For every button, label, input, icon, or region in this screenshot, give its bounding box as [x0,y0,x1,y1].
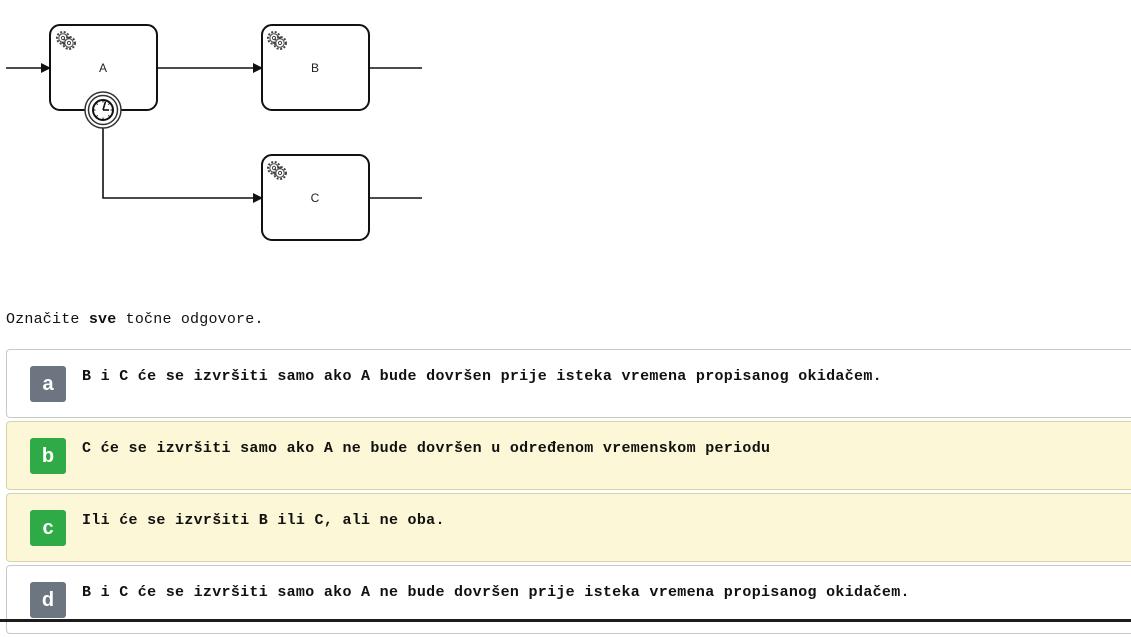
instruction-suffix: točne odgovore. [116,311,264,328]
bottom-edge-bar [0,619,1131,622]
timer-boundary-event-icon[interactable] [84,91,122,129]
answer-letter-badge: d [30,582,66,618]
task-b[interactable]: B [261,24,370,111]
answer-list: a B i C će se izvršiti samo ako A bude d… [6,349,1131,637]
bpmn-diagram: A B C [6,24,422,241]
answer-text: B i C će se izvršiti samo ako A ne bude … [82,584,910,601]
task-c[interactable]: C [261,154,370,241]
task-a-label: A [99,61,107,75]
answer-option-d[interactable]: d B i C će se izvršiti samo ako A ne bud… [6,565,1131,634]
answer-text: Ili će se izvršiti B ili C, ali ne oba. [82,512,445,529]
task-c-label: C [311,191,320,205]
answer-letter-badge: b [30,438,66,474]
flow-timer-to-c [102,124,263,203]
instruction-emphasis: sve [88,311,117,328]
task-b-label: B [311,61,319,75]
answer-letter-badge: c [30,510,66,546]
answer-option-c[interactable]: c Ili će se izvršiti B ili C, ali ne oba… [6,493,1131,562]
question-instruction: Označite sve točne odgovore. [6,311,264,328]
answer-option-b[interactable]: b C će se izvršiti samo ako A ne bude do… [6,421,1131,490]
answer-option-a[interactable]: a B i C će se izvršiti samo ako A bude d… [6,349,1131,418]
answer-letter-badge: a [30,366,66,402]
instruction-prefix: Označite [6,311,89,328]
answer-text: C će se izvršiti samo ako A ne bude dovr… [82,440,771,457]
answer-text: B i C će se izvršiti samo ako A bude dov… [82,368,882,385]
